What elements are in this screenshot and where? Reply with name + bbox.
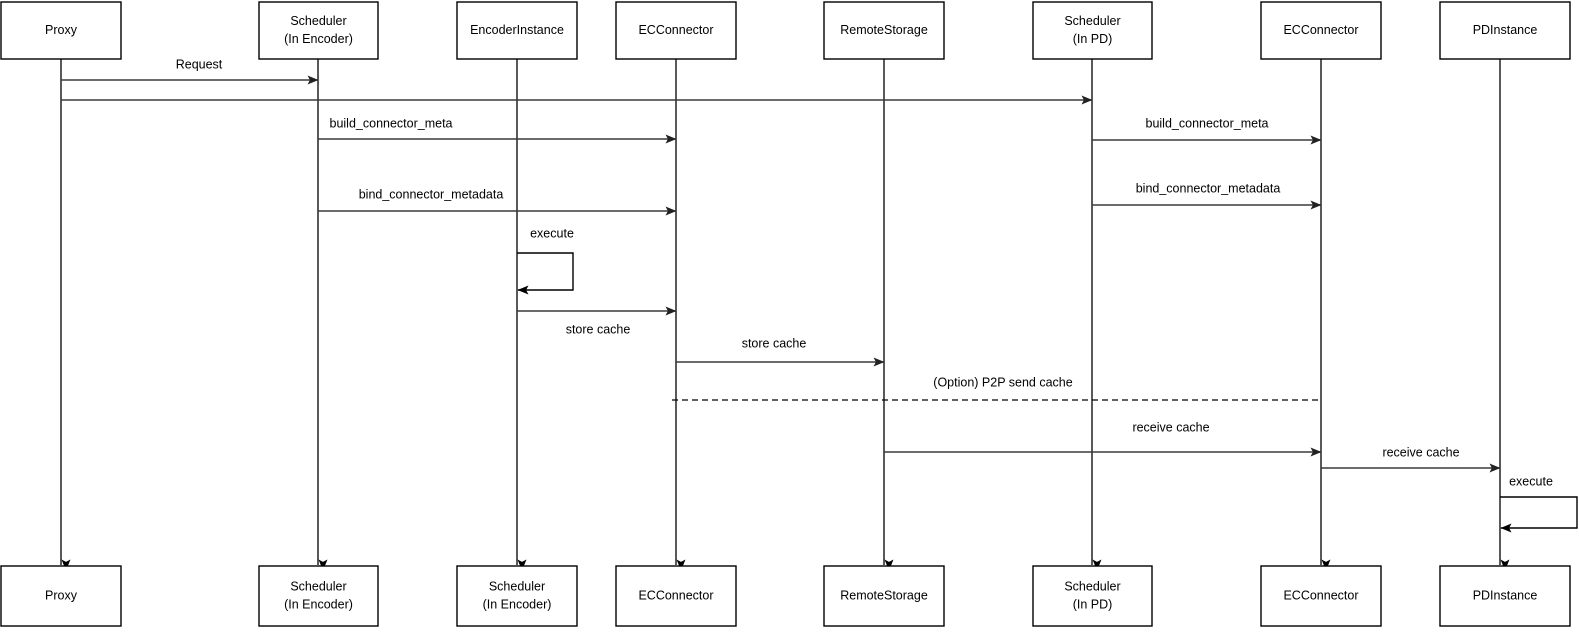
participant-box-rect: [615, 565, 737, 627]
message-m9[interactable]: (Option) P2P send cache: [672, 375, 1322, 401]
participant-box-rect: [1439, 565, 1571, 627]
participant-label-line1: Proxy: [45, 23, 78, 37]
participant-top-box-sched_enc[interactable]: Scheduler (In Encoder): [258, 1, 379, 60]
participant-label-line1: Scheduler: [290, 14, 346, 28]
participant-label-line2: (In Encoder): [284, 32, 353, 46]
participant-label-line1: EncoderInstance: [470, 23, 564, 37]
message-m6[interactable]: bind_connector_metadata: [1092, 181, 1322, 210]
participant-top-box-remote[interactable]: RemoteStorage: [823, 1, 945, 60]
message-label: build_connector_meta: [330, 116, 453, 130]
participant-label-line1: PDInstance: [1473, 23, 1538, 37]
participant-label-line1: Proxy: [45, 588, 78, 602]
message-m7[interactable]: store cache: [517, 306, 677, 336]
participant-label-line1: Scheduler: [290, 579, 346, 593]
message-label: receive cache: [1132, 420, 1209, 434]
message-m4[interactable]: build_connector_meta: [1092, 116, 1322, 145]
participant-label-line1: Scheduler: [1064, 579, 1120, 593]
participant-box-rect: [0, 565, 122, 627]
message-m5[interactable]: bind_connector_metadata: [318, 187, 677, 216]
participant-box-rect: [1260, 565, 1382, 627]
message-label: Request: [176, 57, 223, 71]
self-message-path: [1500, 496, 1578, 533]
messages-layer: Request build_connector_meta build_connect…: [61, 57, 1501, 473]
participant-box-rect: [258, 565, 379, 627]
participant-label-line1: PDInstance: [1473, 588, 1538, 602]
participant-bottom-box-ecconn_pd[interactable]: ECConnector: [1260, 565, 1382, 627]
participant-bottom-box-sched_enc[interactable]: Scheduler (In Encoder): [258, 565, 379, 627]
participant-label-line1: RemoteStorage: [840, 588, 928, 602]
message-m8[interactable]: store cache: [676, 336, 885, 367]
participant-top-box-sched_pd[interactable]: Scheduler (In PD): [1032, 1, 1153, 60]
message-label: bind_connector_metadata: [1136, 181, 1281, 195]
participant-top-box-pd_inst[interactable]: PDInstance: [1439, 1, 1571, 60]
participant-label-line2: (In Encoder): [483, 597, 552, 611]
participant-label-line1: ECConnector: [1283, 588, 1358, 602]
message-m3[interactable]: build_connector_meta: [318, 116, 677, 144]
message-m11[interactable]: receive cache: [1321, 445, 1501, 473]
message-label: (Option) P2P send cache: [933, 375, 1072, 389]
self-message-path: [517, 252, 574, 295]
participant-top-box-ecconn_pd[interactable]: ECConnector: [1260, 1, 1382, 60]
participant-bottom-box-pd_inst[interactable]: PDInstance: [1439, 565, 1571, 627]
participant-box-rect: [1032, 565, 1153, 627]
message-label: build_connector_meta: [1146, 116, 1269, 130]
participant-bottom-box-sched_pd[interactable]: Scheduler (In PD): [1032, 565, 1153, 627]
participant-label-line1: ECConnector: [638, 23, 713, 37]
participant-label-line1: Scheduler: [1064, 14, 1120, 28]
participant-box-rect: [1260, 1, 1382, 60]
message-m10[interactable]: receive cache: [884, 420, 1322, 457]
participant-box-rect: [456, 1, 578, 60]
participant-top-boxes-layer: Proxy Scheduler (In Encoder) EncoderInstanc…: [0, 1, 1571, 60]
participant-label-line1: ECConnector: [638, 588, 713, 602]
participant-box-rect: [823, 565, 945, 627]
self-message-label: execute: [530, 226, 574, 240]
participant-label-line1: RemoteStorage: [840, 23, 928, 37]
participant-box-rect: [456, 565, 578, 627]
self-message-s1[interactable]: execute: [517, 226, 574, 295]
message-label: store cache: [566, 322, 631, 336]
participant-top-box-ecconn_enc[interactable]: ECConnector: [615, 1, 737, 60]
participant-label-line2: (In PD): [1073, 32, 1113, 46]
message-label: bind_connector_metadata: [359, 187, 504, 201]
participant-label-line1: ECConnector: [1283, 23, 1358, 37]
self-messages-layer: execute execute: [517, 226, 1578, 533]
participant-box-rect: [1032, 1, 1153, 60]
participant-label-line1: Scheduler: [489, 579, 545, 593]
participant-bottom-box-ecconn_enc[interactable]: ECConnector: [615, 565, 737, 627]
participant-bottom-box-remote[interactable]: RemoteStorage: [823, 565, 945, 627]
participant-box-rect: [258, 1, 379, 60]
lifelines-layer: [60, 59, 1510, 571]
participant-box-rect: [1439, 1, 1571, 60]
participant-box-rect: [0, 1, 122, 60]
participant-bottom-box-encoder_inst[interactable]: Scheduler (In Encoder): [456, 565, 578, 627]
self-message-label: execute: [1509, 474, 1553, 488]
participant-box-rect: [823, 1, 945, 60]
message-m1[interactable]: Request: [61, 57, 319, 85]
participant-top-box-proxy[interactable]: Proxy: [0, 1, 122, 60]
participant-label-line2: (In PD): [1073, 597, 1113, 611]
participant-label-line2: (In Encoder): [284, 597, 353, 611]
participant-bottom-box-proxy[interactable]: Proxy: [0, 565, 122, 627]
self-message-s2[interactable]: execute: [1500, 474, 1578, 533]
participant-top-box-encoder_inst[interactable]: EncoderInstance: [456, 1, 578, 60]
message-label: store cache: [742, 336, 807, 350]
message-label: receive cache: [1382, 445, 1459, 459]
participant-bottom-boxes-layer: Proxy Scheduler (In Encoder) Scheduler (In E…: [0, 565, 1571, 627]
participant-box-rect: [615, 1, 737, 60]
